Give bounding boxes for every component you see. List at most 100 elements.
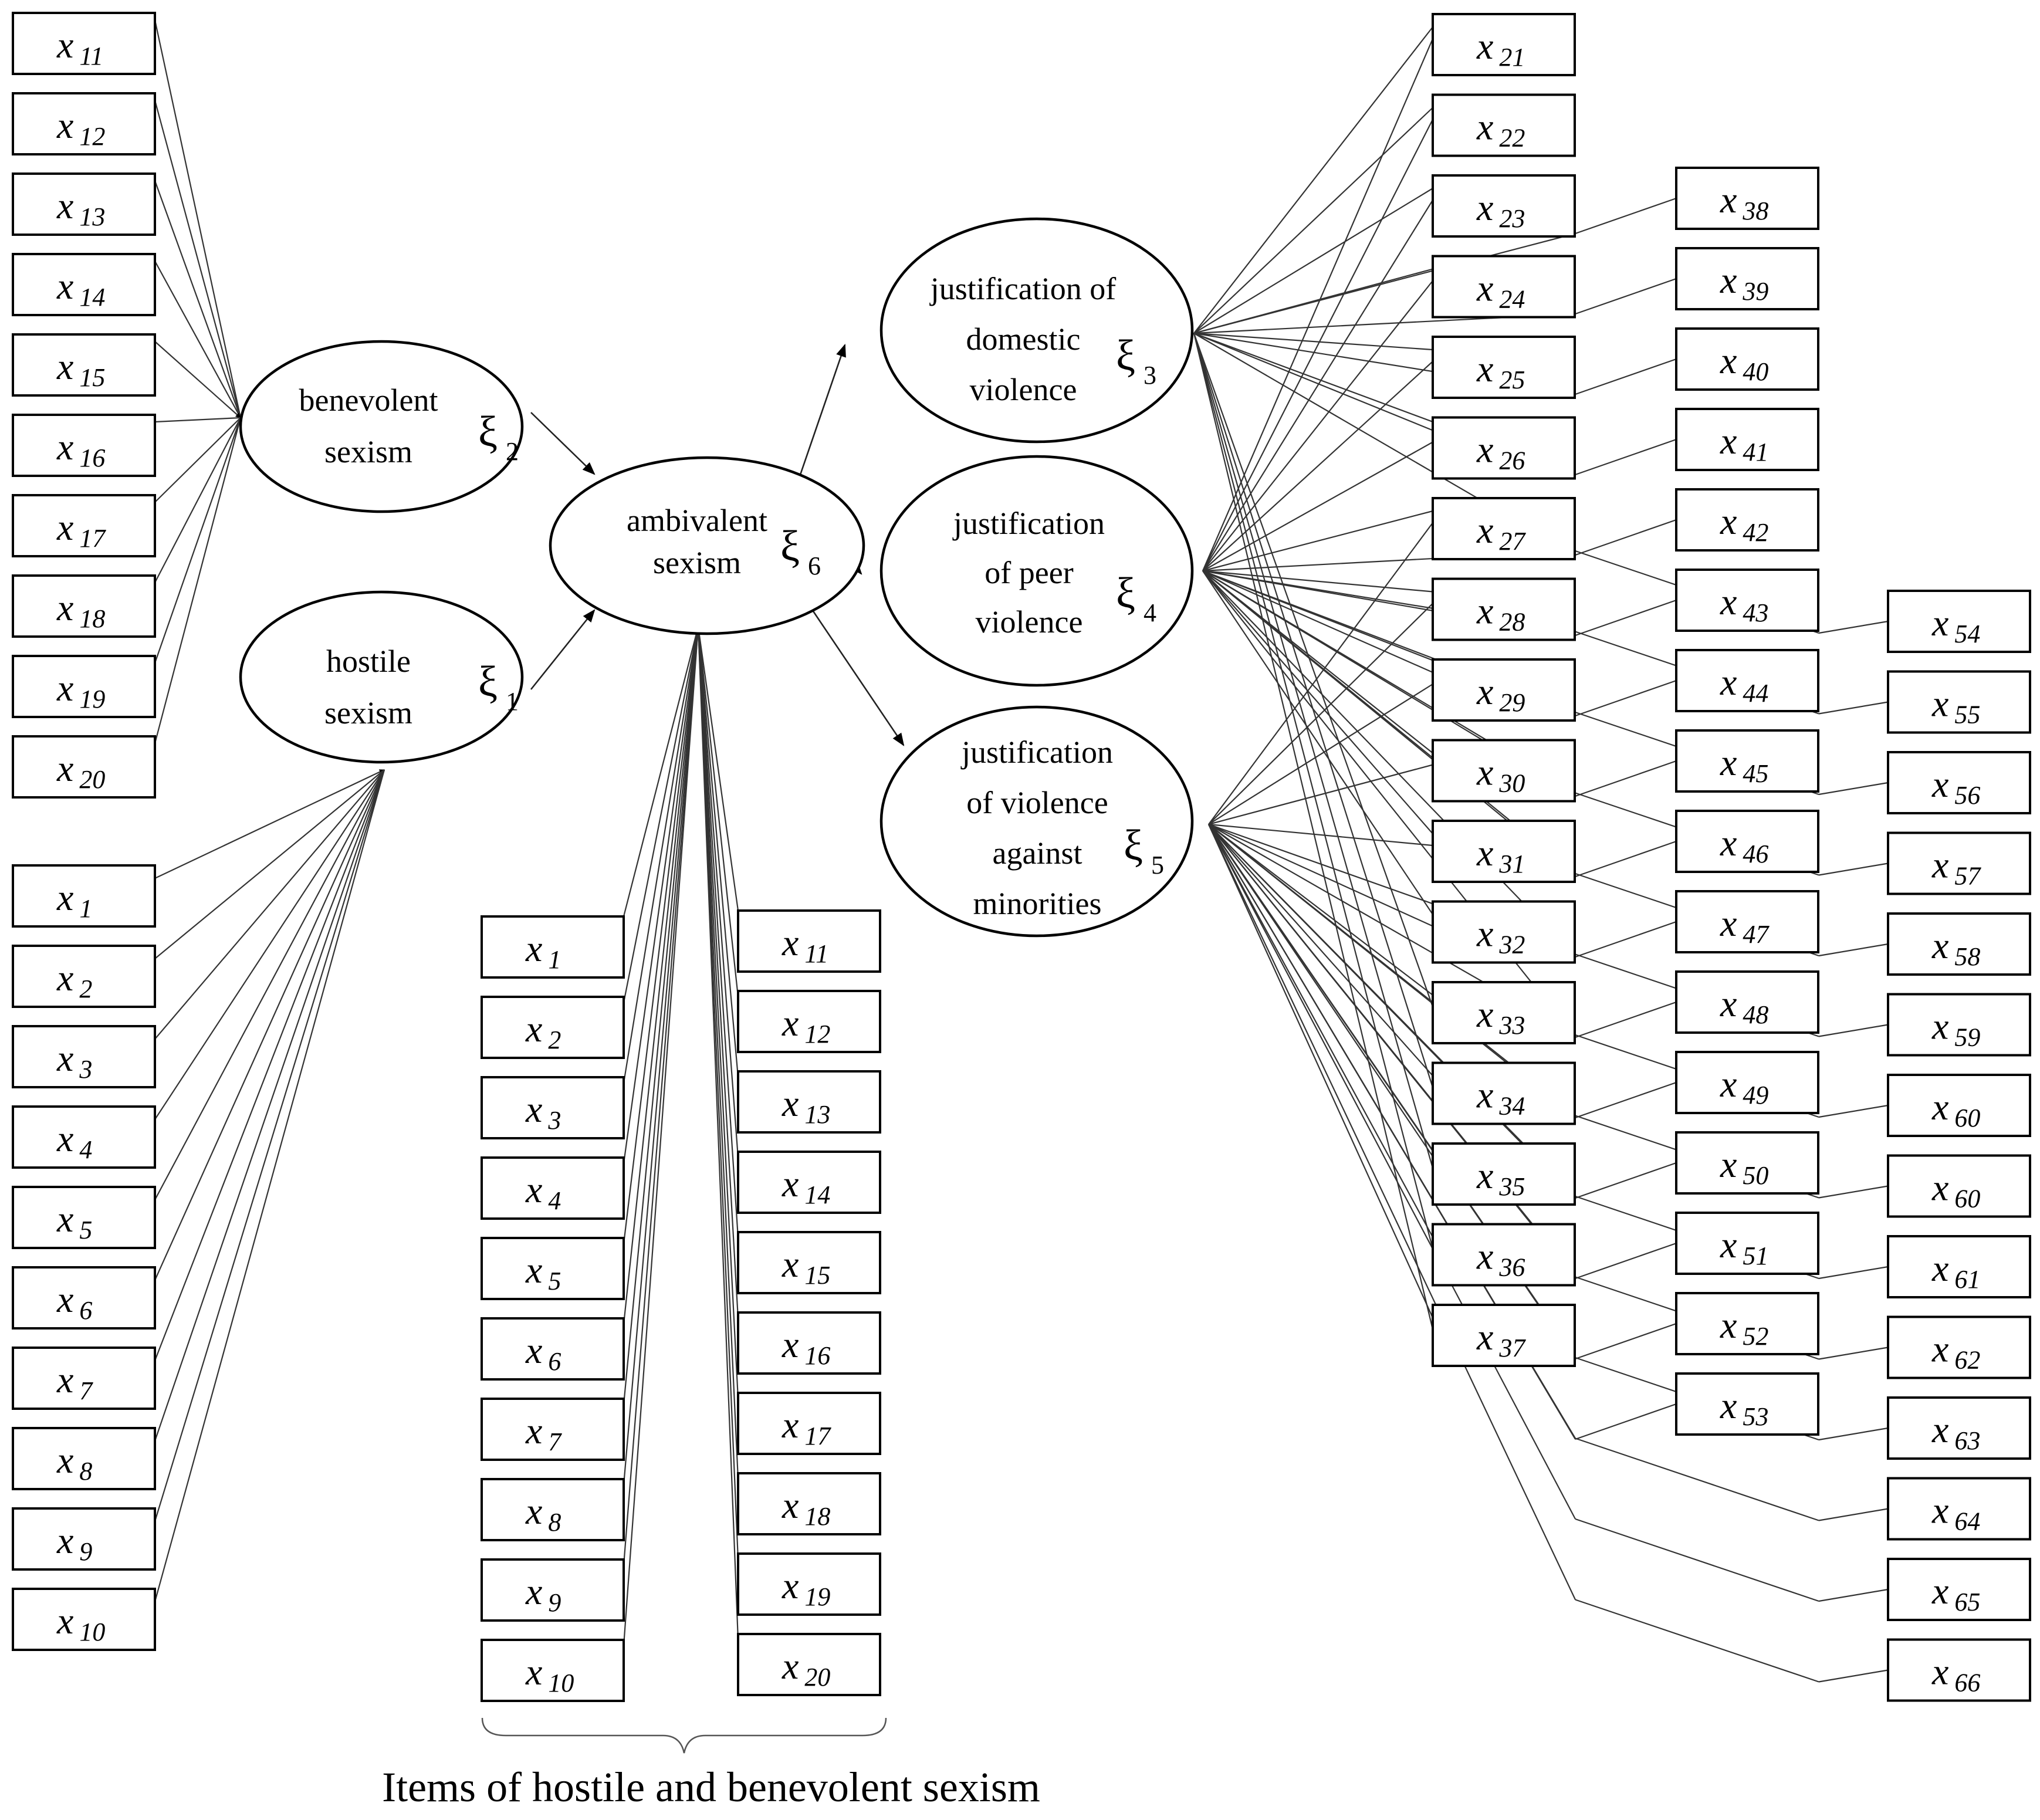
- structural-arrow: [530, 412, 596, 475]
- factor-label-line: domestic: [966, 322, 1081, 357]
- loading-line: [623, 626, 699, 1486]
- loading-line: [697, 626, 739, 1640]
- indicator-rect: [12, 333, 156, 397]
- indicator-rect: [1887, 1396, 2031, 1460]
- loading-line: [697, 626, 739, 997]
- indicator-rect: [737, 1070, 881, 1134]
- loading-line: [1818, 862, 1889, 876]
- indicator-rect: [12, 1025, 156, 1088]
- indicator-rect: [481, 1478, 625, 1541]
- loading-line: [1208, 603, 1433, 825]
- indicator-rect: [737, 909, 881, 973]
- indicator-rect: [1432, 820, 1576, 883]
- indicator-rect: [1887, 912, 2031, 976]
- loading-line: [1818, 1347, 1889, 1360]
- loading-line: [1575, 1162, 1677, 1199]
- indicator-rect: [1675, 970, 1819, 1034]
- indicator-rect: [1887, 590, 2031, 653]
- loading-line: [1575, 1242, 1677, 1280]
- indicator-rect: [12, 414, 156, 477]
- indicator-rect: [12, 1507, 156, 1571]
- indicator-rect: [1432, 93, 1576, 157]
- loading-line: [1818, 701, 1889, 715]
- loading-line: [1208, 824, 1576, 1520]
- loading-line: [623, 626, 699, 1084]
- loading-line: [1818, 1427, 1889, 1441]
- factor-label-line: of peer: [985, 555, 1073, 590]
- loading-line: [154, 417, 241, 423]
- indicator-rect: [1432, 336, 1576, 399]
- indicator-rect: [1675, 569, 1819, 632]
- loading-line: [1193, 332, 1433, 431]
- indicator-rect: [12, 574, 156, 638]
- factor-label-line: ambivalent: [627, 503, 767, 538]
- indicator-rect: [1887, 751, 2031, 814]
- loading-line: [154, 769, 385, 879]
- loading-line: [154, 261, 241, 418]
- indicator-rect: [1675, 890, 1819, 953]
- loading-line: [1575, 1081, 1677, 1119]
- factor-label-line: sexism: [653, 545, 741, 580]
- loading-line: [1818, 1104, 1889, 1118]
- loading-line: [1202, 570, 1433, 915]
- loading-line: [1208, 684, 1433, 825]
- loading-line: [1193, 333, 1434, 1007]
- indicator-rect: [481, 1156, 625, 1220]
- indicator-rect: [481, 1639, 625, 1702]
- factor-label-line: of violence: [966, 785, 1108, 820]
- indicator-rect: [481, 1076, 625, 1139]
- loading-line: [154, 417, 242, 744]
- loading-line: [697, 626, 739, 1078]
- loading-line: [1575, 358, 1677, 395]
- loading-line: [1202, 280, 1433, 571]
